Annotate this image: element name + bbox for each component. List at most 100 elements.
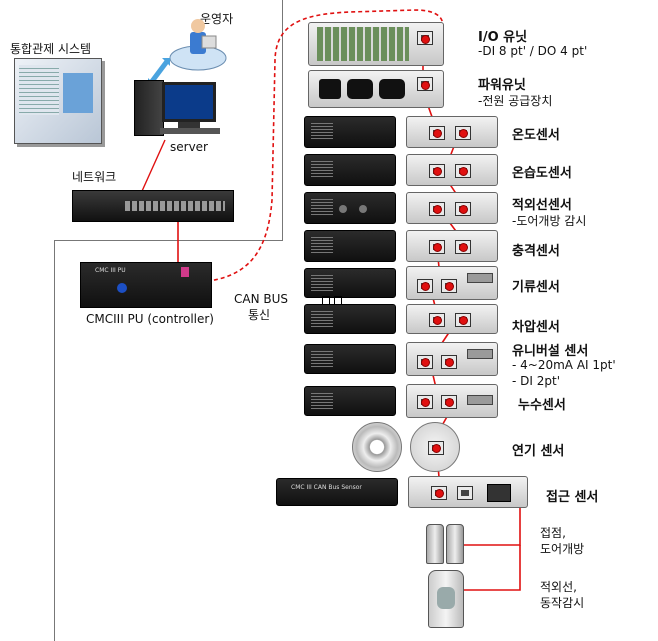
controller-port bbox=[181, 267, 189, 277]
cable-dot bbox=[459, 243, 468, 252]
cable-dot bbox=[421, 398, 430, 407]
cable-dot bbox=[421, 358, 430, 367]
monitor-stand bbox=[178, 122, 200, 130]
power-outlet-icon bbox=[347, 79, 373, 99]
cable-dot bbox=[433, 167, 442, 176]
canbus-comm-label: 통신 bbox=[248, 308, 271, 322]
controller-device: CMC III PU bbox=[80, 262, 212, 308]
access-sensor-connector bbox=[408, 476, 528, 508]
shock-sensor-connector bbox=[406, 230, 498, 262]
io-unit-device bbox=[308, 22, 444, 66]
vent-grille bbox=[311, 161, 333, 179]
power-outlet-icon bbox=[379, 79, 405, 99]
sensor-ir-desc: -도어개방 감시 bbox=[512, 214, 587, 228]
port bbox=[457, 486, 473, 500]
motion-lens bbox=[437, 587, 455, 609]
shock-sensor-unit bbox=[304, 230, 396, 262]
power-unit-device bbox=[308, 70, 444, 108]
server-monitor-icon bbox=[162, 82, 216, 122]
vent-grille bbox=[311, 351, 333, 369]
vent-grille bbox=[311, 123, 333, 141]
zone-border-upper bbox=[282, 0, 283, 240]
vent-grille bbox=[311, 311, 333, 329]
infrared-sensor-connector bbox=[406, 192, 498, 224]
screen-table bbox=[19, 65, 59, 115]
server-label: server bbox=[170, 140, 208, 154]
contacts-line2: 도어개방 bbox=[540, 542, 585, 556]
contacts-line1: 접점, bbox=[540, 526, 566, 540]
unit-io-name: I/O 유닛 bbox=[478, 30, 528, 45]
cable-dot bbox=[459, 205, 468, 214]
temperature-sensor-connector bbox=[406, 116, 498, 148]
canbus-label: CAN BUS bbox=[234, 292, 289, 306]
io-terminals bbox=[317, 27, 409, 61]
infrared-line2: 동작감시 bbox=[540, 596, 585, 610]
cable-dot bbox=[433, 129, 442, 138]
power-inlet-icon bbox=[319, 79, 341, 99]
vent-grille bbox=[311, 393, 333, 411]
cable-dot bbox=[433, 316, 442, 325]
universal-sensor-unit bbox=[304, 344, 396, 374]
sensor-airflow-name: 기류센서 bbox=[512, 280, 560, 295]
sensor-temphum-name: 온습도센서 bbox=[512, 166, 572, 181]
cable-dot bbox=[459, 129, 468, 138]
status-led bbox=[117, 283, 127, 293]
power-connector bbox=[421, 81, 430, 90]
infrared-cable bbox=[462, 545, 521, 591]
network-switch bbox=[72, 190, 234, 222]
vent-grille bbox=[311, 199, 333, 217]
rj45-port bbox=[487, 484, 511, 502]
airflow-sensor-unit bbox=[304, 268, 396, 298]
temp-humidity-sensor-unit bbox=[304, 154, 396, 186]
sensor-universal-desc2: - DI 2pt' bbox=[512, 374, 560, 388]
sensor-shock-name: 충격센서 bbox=[512, 244, 560, 259]
temperature-sensor-unit bbox=[304, 116, 396, 148]
airflow-sensor-connector bbox=[406, 266, 498, 300]
motion-detector-icon bbox=[428, 570, 464, 628]
temp-humidity-sensor-connector bbox=[406, 154, 498, 186]
zone-border-middle bbox=[54, 240, 283, 241]
cable-dot bbox=[433, 205, 442, 214]
sensor-ir-name: 적외선센서 bbox=[512, 198, 572, 213]
lens-icon bbox=[339, 205, 347, 213]
screen-panel bbox=[63, 73, 93, 113]
vent-grille bbox=[311, 237, 333, 255]
terminal-block bbox=[467, 395, 493, 405]
smoke-detector-face bbox=[352, 422, 402, 472]
leak-sensor-unit bbox=[304, 386, 396, 416]
cable-dot bbox=[445, 358, 454, 367]
cable-dot bbox=[459, 316, 468, 325]
infrared-sensor-unit bbox=[304, 192, 396, 224]
server-tower-icon bbox=[134, 80, 164, 136]
universal-sensor-connector bbox=[406, 342, 498, 376]
lens-icon bbox=[359, 205, 367, 213]
operator-icon bbox=[168, 16, 228, 72]
vent-grille bbox=[311, 275, 333, 293]
io-connector bbox=[421, 35, 430, 44]
cable-dot bbox=[421, 282, 430, 291]
unit-power-desc: -전원 공급장치 bbox=[478, 94, 553, 108]
cable-dot bbox=[445, 398, 454, 407]
cable-dot bbox=[459, 167, 468, 176]
cable-dot bbox=[445, 282, 454, 291]
integrated-system-screenshot bbox=[14, 58, 102, 144]
controller-badge: CMC III PU bbox=[95, 267, 126, 274]
canbus-dashed-cable bbox=[199, 9, 444, 283]
diff-pressure-sensor-unit bbox=[304, 304, 396, 334]
sensor-temp-name: 온도센서 bbox=[512, 128, 560, 143]
access-sensor-unit: CMC III CAN Bus Sensor bbox=[276, 478, 398, 506]
zone-border-lower bbox=[54, 240, 55, 641]
door-contact-icon bbox=[426, 524, 444, 564]
sensor-leak-name: 누수센서 bbox=[518, 398, 566, 413]
switch-ports bbox=[125, 201, 225, 211]
network-label: 네트워크 bbox=[72, 170, 117, 184]
smoke-detector-base bbox=[410, 422, 460, 472]
sensor-pressure-name: 차압센서 bbox=[512, 320, 560, 335]
sensor-access-name: 접근 센서 bbox=[546, 490, 599, 505]
keyboard-icon bbox=[160, 128, 220, 134]
cable-dot bbox=[435, 489, 444, 498]
unit-io-desc: -DI 8 pt' / DO 4 pt' bbox=[478, 44, 588, 58]
infrared-line1: 적외선, bbox=[540, 580, 577, 594]
operator-label: 운영자 bbox=[200, 12, 234, 26]
integrated-system-label: 통합관제 시스템 bbox=[10, 42, 92, 56]
